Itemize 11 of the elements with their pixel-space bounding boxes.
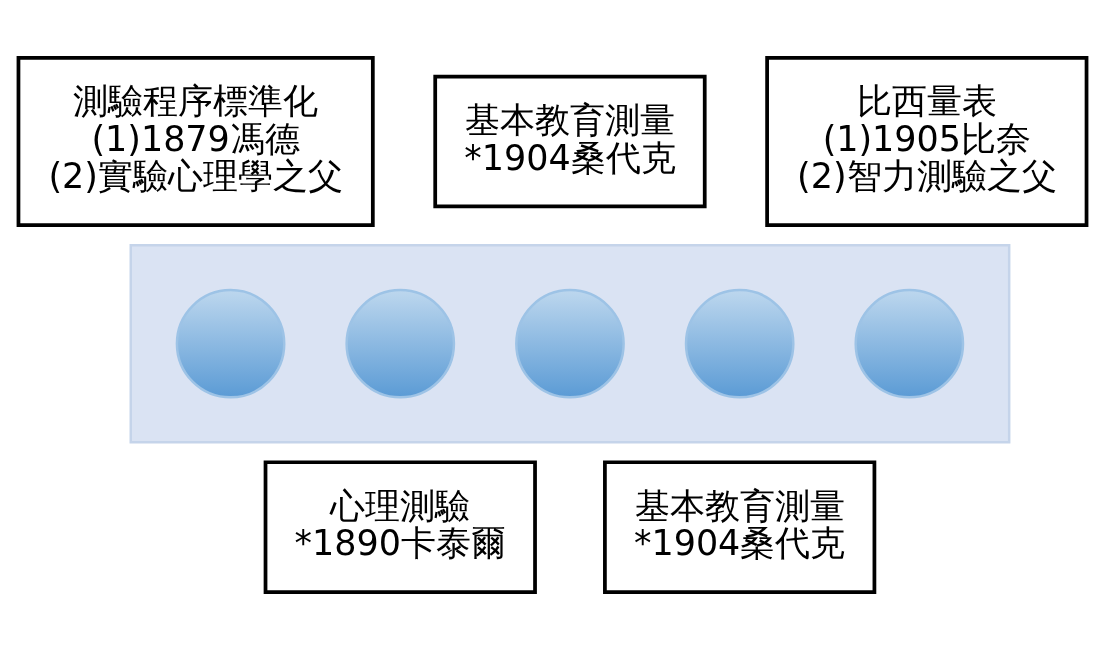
node-box: 基本教育測量 *1904桑代克	[603, 459, 877, 594]
node-circle	[515, 288, 625, 399]
node-box: 測驗程序標準化 (1)1879馮德 (2)實驗心理學之父	[16, 55, 375, 227]
node-circle	[684, 288, 795, 399]
node-circle	[854, 288, 965, 399]
node-circle	[345, 288, 456, 399]
node-circle	[175, 288, 286, 399]
cluster	[129, 243, 1011, 444]
node-box: 心理測驗 *1890卡泰爾	[263, 459, 537, 594]
node-box: 比西量表 (1)1905比奈 (2)智力測驗之父	[765, 55, 1089, 227]
node-box: 基本教育測量 *1904桑代克	[433, 74, 707, 208]
